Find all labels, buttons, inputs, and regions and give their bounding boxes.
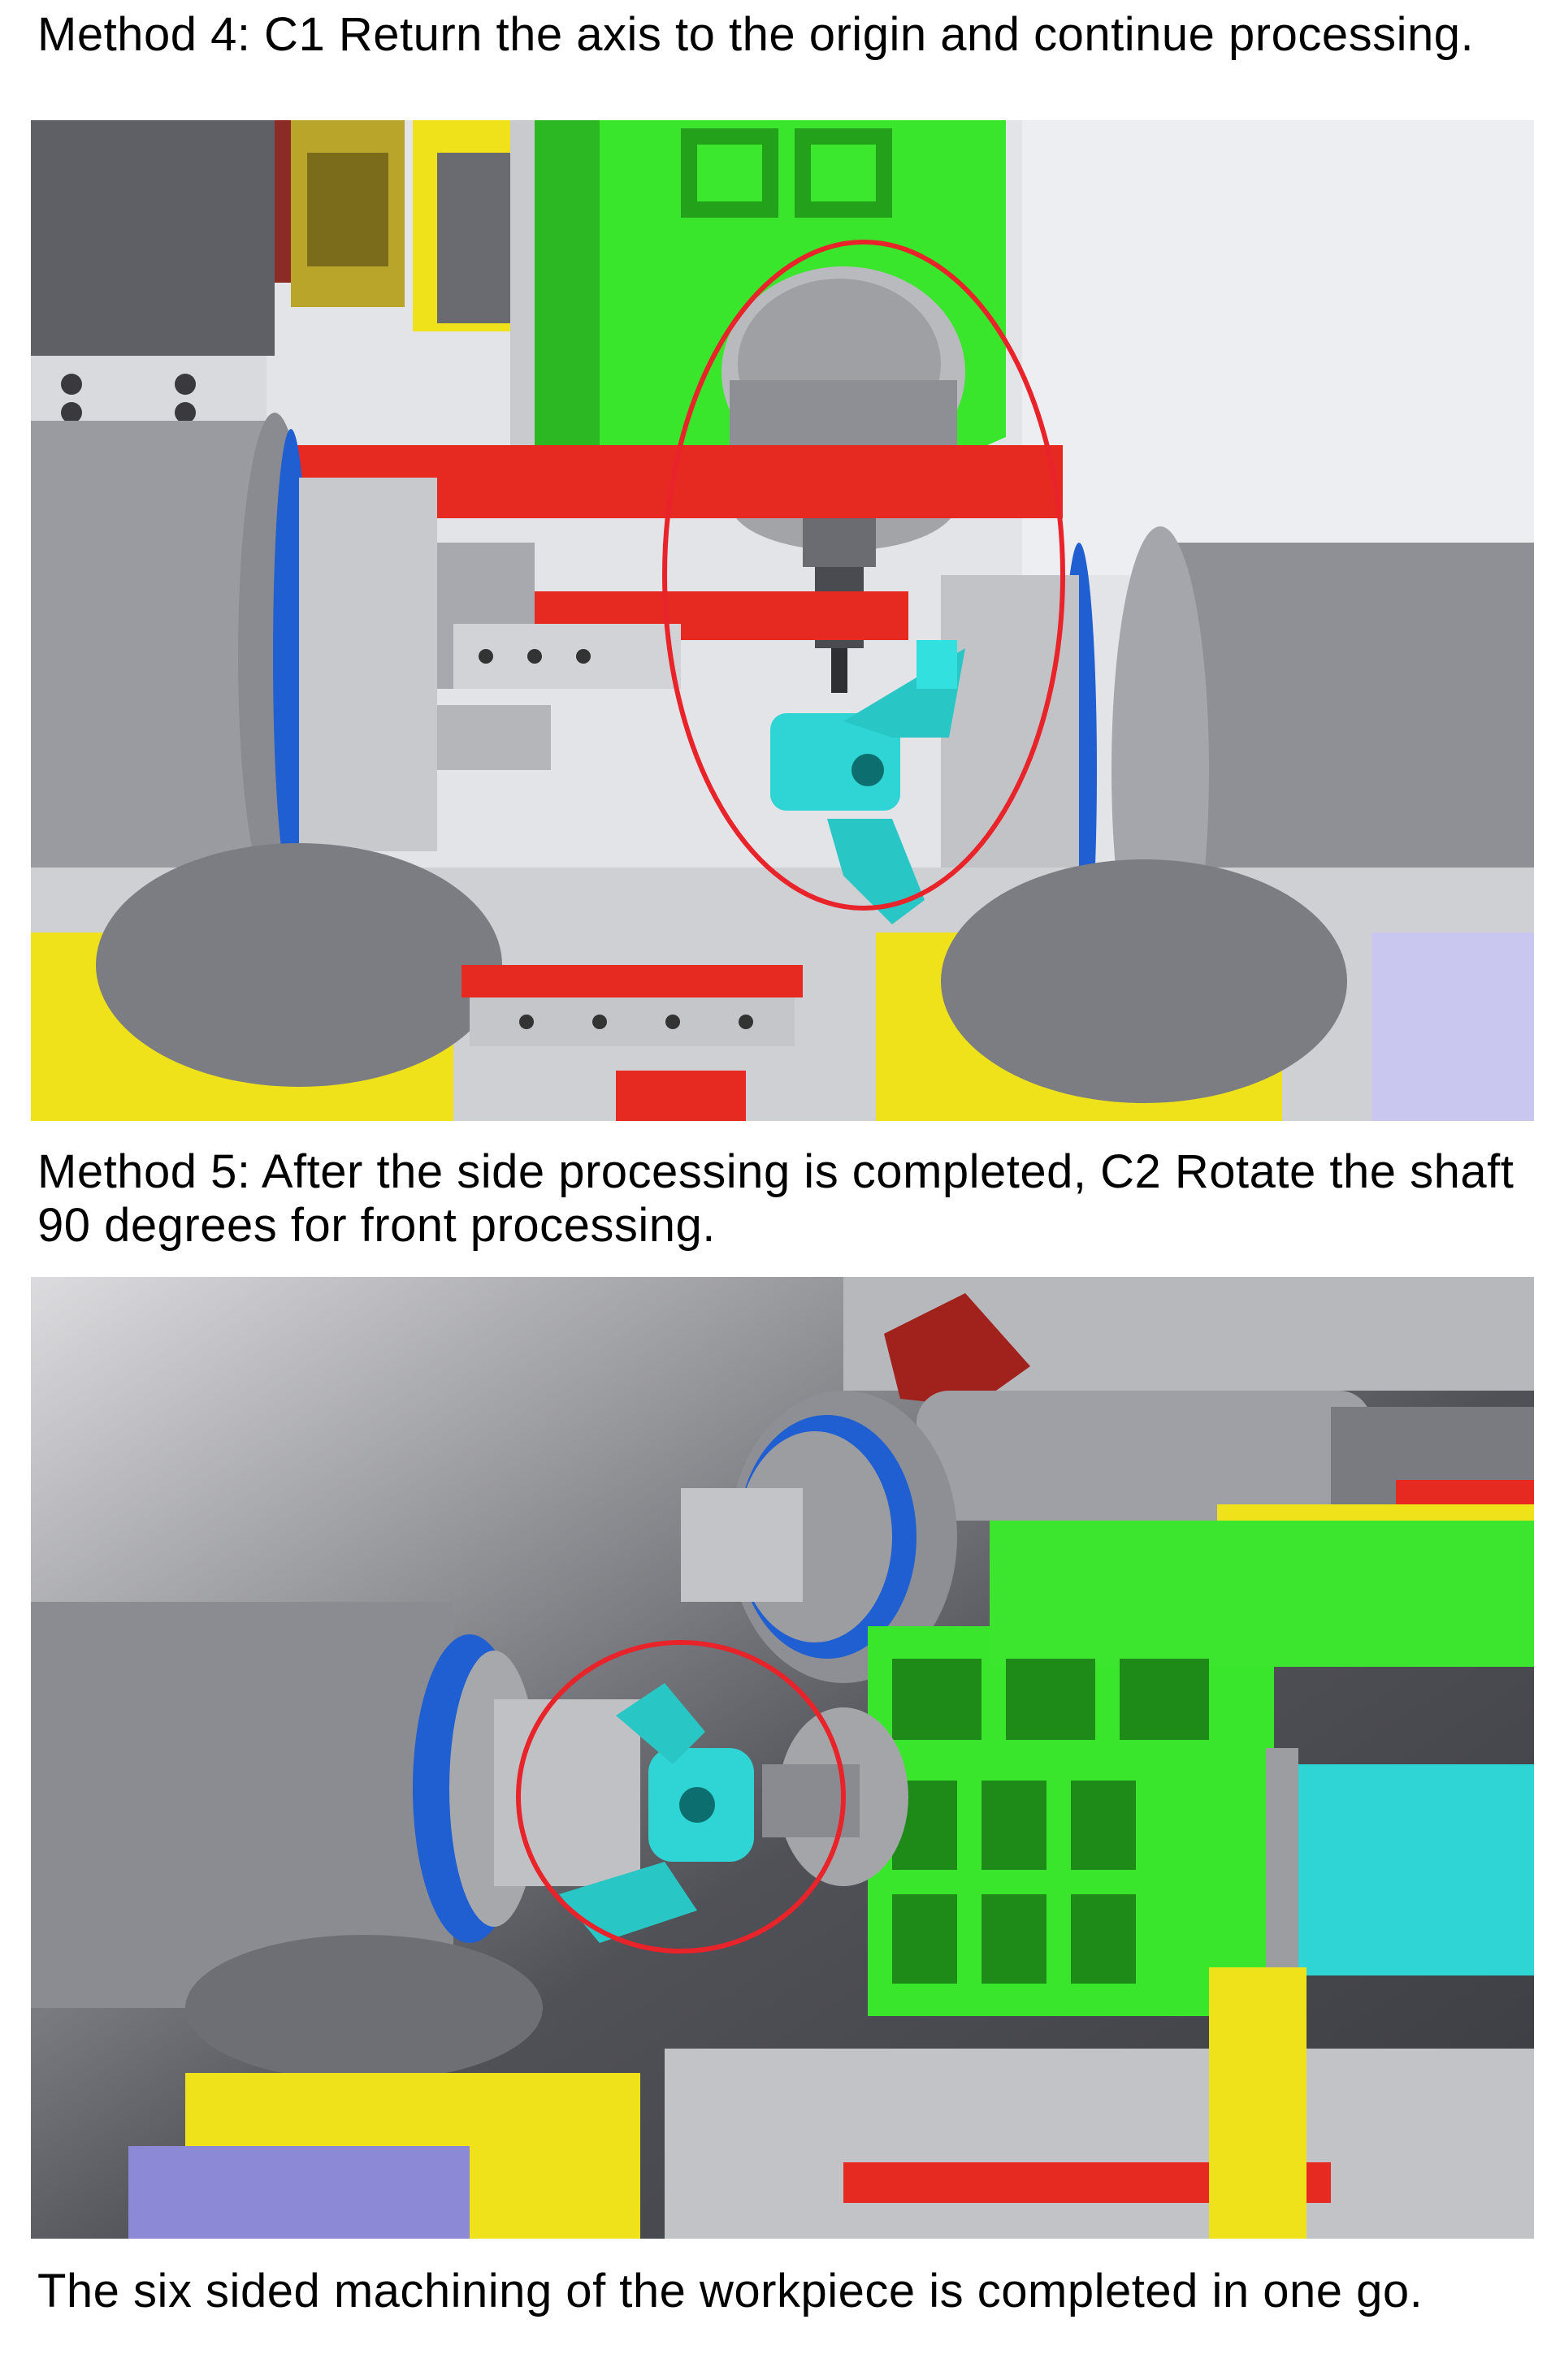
method-4-illustration [31, 120, 1534, 1121]
highlight-circle-front [516, 1640, 846, 1954]
method-4-caption: Method 4: C1 Return the axis to the orig… [37, 8, 1475, 61]
summary-caption: The six sided machining of the workpiece… [37, 2265, 1424, 2317]
method-5-caption: Method 5: After the side processing is c… [37, 1145, 1514, 1252]
highlight-circle [662, 240, 1065, 911]
method-5-cad-render [31, 1277, 1534, 2239]
method-4-cad-render [31, 120, 1534, 1121]
workpiece-fixture-front [559, 1683, 754, 1943]
workpiece-fixture [770, 640, 965, 924]
method-5-illustration [31, 1277, 1534, 2239]
